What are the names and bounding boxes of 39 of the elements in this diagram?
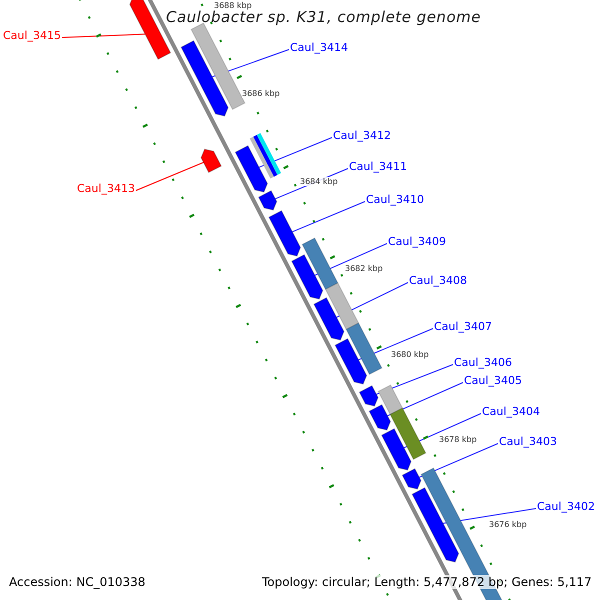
gene-bar	[313, 297, 344, 341]
gene-label: Caul_3406	[454, 356, 512, 369]
position-label: 3684 kbp	[300, 177, 338, 186]
gene-bar	[180, 40, 229, 117]
accession-text: Accession: NC_010338	[9, 575, 146, 589]
gene-bar	[234, 145, 268, 193]
gene-label: Caul_3404	[482, 405, 540, 418]
gene-bar	[334, 338, 368, 385]
gene-label: Caul_3407	[434, 320, 492, 333]
position-label: 3682 kbp	[345, 264, 383, 273]
gene-label: Caul_3405	[464, 374, 522, 387]
position-label: 3676 kbp	[489, 520, 527, 529]
genome-info-text: Topology: circular; Length: 5,477,872 bp; Genes: 5,117	[260, 575, 594, 589]
gene-label: Caul_3410	[366, 193, 424, 206]
gene-label: Caul_3411	[349, 160, 407, 173]
gene-bar	[258, 190, 278, 211]
leader-line	[61, 34, 146, 38]
position-label: 3678 kbp	[439, 435, 477, 444]
gene-label: Caul_3409	[388, 235, 446, 248]
position-label: 3688 kbp	[214, 1, 252, 10]
gene-label: Caul_3415	[3, 29, 61, 42]
leader-line	[292, 201, 366, 232]
gene-label: Caul_3403	[499, 435, 557, 448]
gene-label: Caul_3414	[290, 41, 348, 54]
gene-label: Caul_3408	[409, 274, 467, 287]
gene-bar	[358, 385, 379, 407]
map-title: Caulobacter sp. K31, complete genome	[166, 8, 481, 26]
position-label: 3686 kbp	[242, 89, 280, 98]
gene-bar	[381, 428, 412, 471]
gene-bar	[412, 487, 460, 563]
gene-bar	[291, 254, 324, 300]
gene-label: Caul_3402	[537, 500, 595, 513]
gene-label: Caul_3413	[77, 182, 135, 195]
gene-bar	[368, 404, 391, 431]
position-label: 3680 kbp	[391, 350, 429, 359]
gene-bar	[200, 148, 222, 174]
gene-bar	[268, 210, 301, 257]
leader-line	[135, 162, 204, 191]
gene-label: Caul_3412	[333, 129, 391, 142]
